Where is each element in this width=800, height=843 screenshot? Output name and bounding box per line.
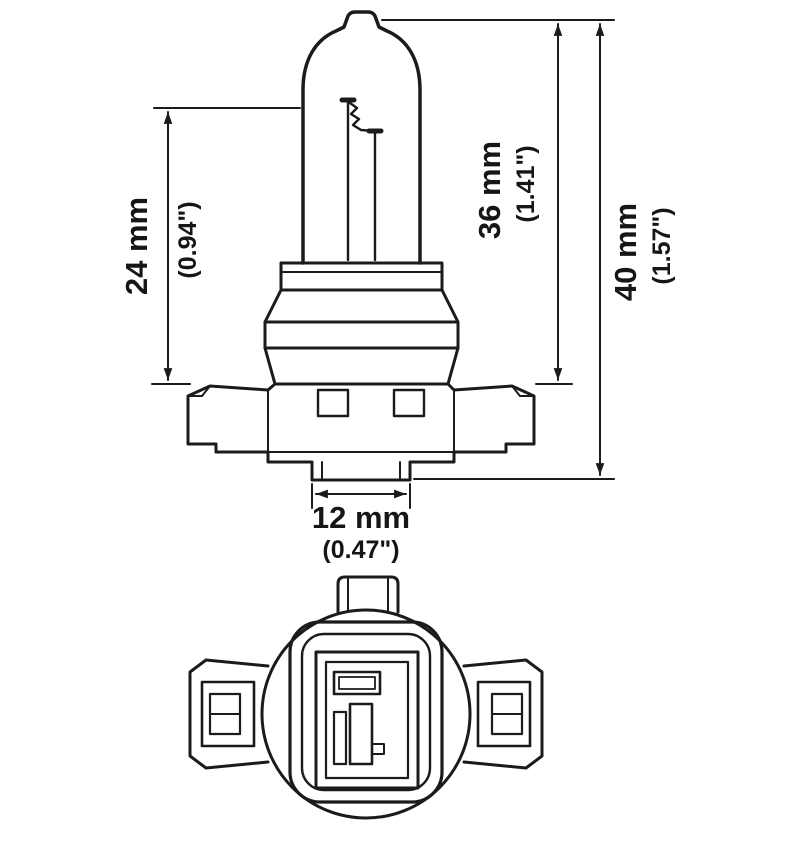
top-tab-outline: [336, 575, 400, 614]
top-key-tab: [336, 575, 400, 614]
dim-12-label: 12 mm: [312, 500, 410, 535]
connector-housing: [288, 620, 444, 804]
left-tab-outline: [188, 658, 270, 770]
dimension-40mm: [413, 23, 615, 480]
dim-24-inches: (0.94"): [174, 201, 202, 278]
wing-notch-left: [187, 385, 211, 397]
dim-40-label: 40 mm: [608, 203, 643, 301]
connector-body-inner: [324, 660, 410, 780]
bulb-base: [263, 261, 460, 386]
terminal-notch: [371, 743, 385, 755]
terminal-side: [332, 710, 348, 766]
base-taper: [263, 346, 460, 386]
dim-36-label: 36 mm: [472, 141, 507, 239]
socket-circle: [260, 608, 472, 820]
left-side-tab: [188, 658, 270, 770]
stub-detail-lines: [321, 461, 401, 481]
dimension-36mm: [381, 19, 615, 385]
glass-envelope-outline: [301, 10, 422, 265]
base-band: [263, 320, 460, 350]
connector-body-outer: [314, 650, 420, 790]
filament: [339, 97, 384, 262]
terminal-top: [332, 670, 382, 696]
base-collar: [279, 261, 444, 292]
dim-36-inches: (1.41"): [512, 145, 540, 222]
housing-outer: [288, 620, 444, 804]
dimension-labels: 24 mm (0.94") 36 mm (1.41") 40 mm (1.57"…: [119, 141, 676, 564]
right-tab-inner: [476, 680, 532, 748]
filament-coil: [348, 101, 375, 133]
right-tab-outline: [462, 658, 544, 770]
detail-line: [347, 578, 389, 612]
dimension-24mm: [151, 107, 301, 385]
dim-12-inches: (0.47"): [322, 536, 399, 564]
lock-tab-right: [392, 388, 426, 418]
flange-silhouette: [186, 382, 536, 482]
bottom-view: [188, 575, 544, 820]
left-tab-inner: [200, 680, 256, 748]
dimension-12mm: [311, 483, 411, 509]
lock-tab-left: [316, 388, 350, 418]
wing-notch-right: [511, 385, 535, 397]
side-view: [151, 10, 615, 509]
mounting-flange: [186, 382, 536, 482]
right-side-tab: [462, 658, 544, 770]
terminal-top-inner: [338, 676, 376, 690]
base-flare: [263, 288, 460, 324]
dim-24-label: 24 mm: [119, 197, 154, 295]
terminal-pin: [348, 702, 374, 766]
housing-inner: [300, 632, 432, 792]
dim-40-inches: (1.57"): [648, 207, 676, 284]
